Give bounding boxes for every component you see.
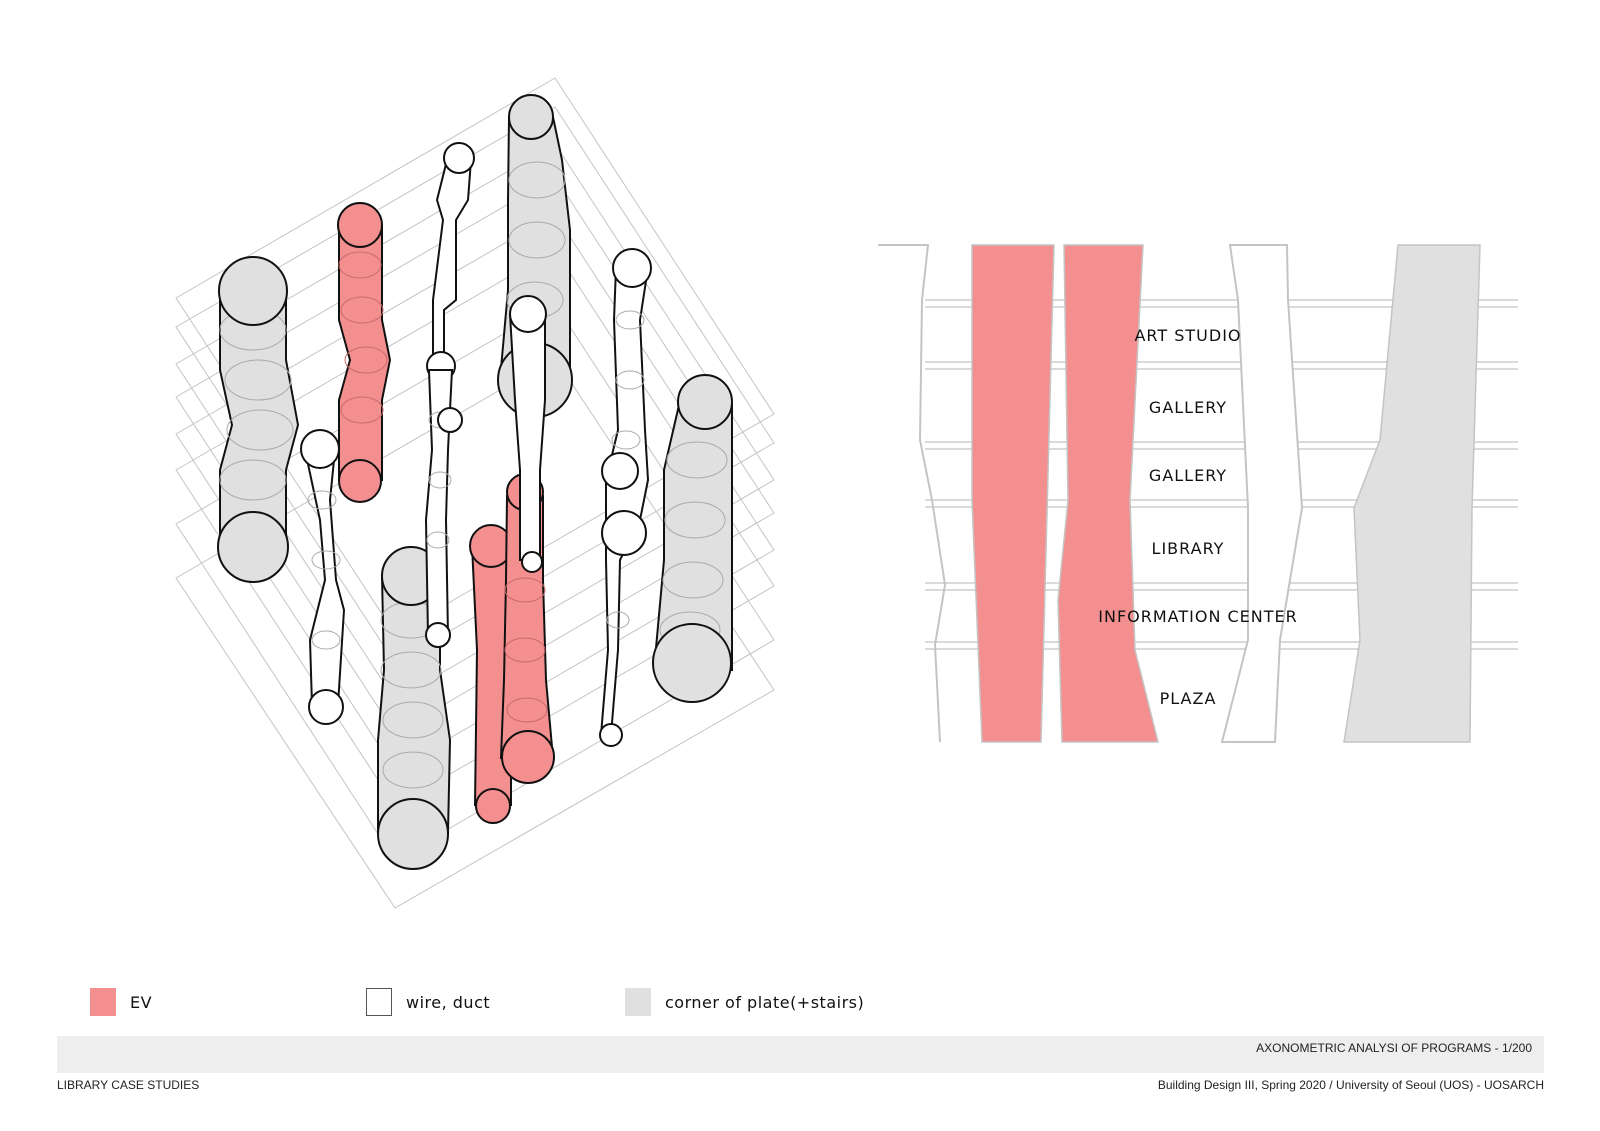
program-label-plaza: PLAZA (1160, 689, 1217, 708)
axonometric-diagram (175, 77, 775, 909)
duct-shaft-5 (599, 248, 652, 747)
legend-label-ev: EV (130, 992, 153, 1012)
section-duct-shaft (1220, 244, 1304, 743)
legend-item-ev: EV (90, 987, 152, 1017)
program-label-gallery-upper: GALLERY (1149, 398, 1227, 417)
section-ev-shaft-2 (1057, 244, 1159, 743)
footer-title-band: AXONOMETRIC ANALYSI OF PROGRAMS - 1/200 (57, 1036, 1544, 1073)
legend-swatch-corner-of-plate (625, 988, 651, 1016)
program-label-information-center: INFORMATION CENTER (1098, 607, 1298, 626)
program-label-art-studio: ART STUDIO (1134, 326, 1241, 345)
ev-shaft-upper (337, 202, 392, 503)
legend-label-corner-of-plate: corner of plate(+stairs) (665, 992, 865, 1012)
program-label-gallery-lower: GALLERY (1149, 466, 1227, 485)
program-label-library: LIBRARY (1152, 539, 1225, 558)
corner-core-left (217, 256, 300, 583)
section-outline-left (878, 244, 947, 743)
duct-shaft-3 (508, 295, 547, 573)
corner-core-right (652, 374, 733, 703)
section-corner-shaft (1343, 244, 1481, 743)
legend-swatch-ev (90, 988, 116, 1016)
duct-shaft-4 (300, 429, 346, 725)
section-ev-shaft-1 (971, 244, 1055, 743)
footer-project-name: LIBRARY CASE STUDIES (57, 1078, 200, 1092)
legend-item-corner-of-plate: corner of plate(+stairs) (625, 987, 864, 1017)
sheet-title: AXONOMETRIC ANALYSI OF PROGRAMS - 1/200 (1256, 1041, 1532, 1055)
duct-shaft-2 (424, 369, 463, 648)
section-diagram: ART STUDIO GALLERY GALLERY LIBRARY INFOR… (878, 244, 1518, 743)
footer-course-credit: Building Design III, Spring 2020 / Unive… (1157, 1078, 1544, 1092)
legend-label-wire-duct: wire, duct (406, 992, 491, 1012)
legend-item-wire-duct: wire, duct (366, 987, 490, 1017)
legend-swatch-wire-duct (366, 988, 392, 1016)
